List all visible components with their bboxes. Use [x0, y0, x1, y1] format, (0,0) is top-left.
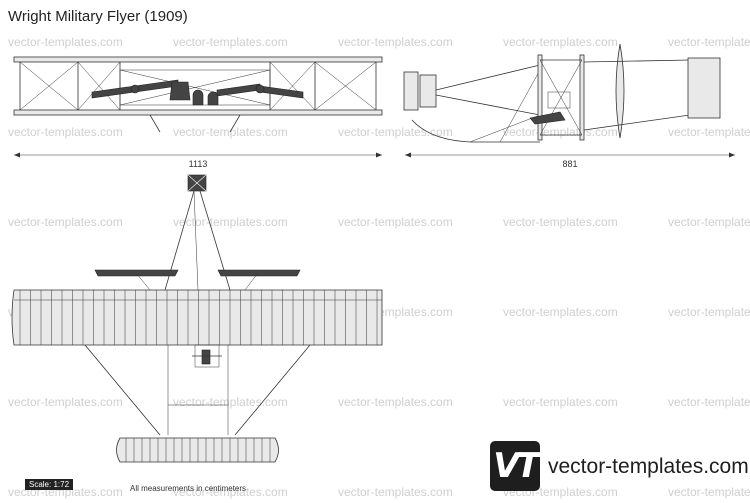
front-view: 1113: [13, 56, 383, 169]
elevator-ribs: [125, 438, 271, 462]
logo-icon: VT: [490, 441, 540, 491]
watermark-text: vector-templates.com: [338, 215, 453, 229]
watermark-text: vector-templates.com: [668, 125, 750, 139]
side-length-dimension: 881: [562, 159, 577, 169]
watermark-text: vector-templates.com: [503, 395, 618, 409]
watermark-text: vector-templates.com: [668, 305, 750, 319]
watermark-text: vector-templates.com: [503, 305, 618, 319]
watermark-text: vector-templates.com: [503, 35, 618, 49]
watermark-text: vector-templates.com: [503, 125, 618, 139]
watermark-text: vector-templates.com: [8, 215, 123, 229]
watermark-text: vector-templates.com: [338, 485, 453, 499]
watermark-text: vector-templates.com: [338, 35, 453, 49]
watermark-text: vector-templates.com: [173, 485, 288, 499]
watermark-text: vector-templates.com: [668, 35, 750, 49]
logo-text: vector-templates.com: [548, 455, 749, 478]
watermark-text: vector-templates.com: [173, 395, 288, 409]
top-view: [11, 174, 383, 463]
scale-label: Scale: 1:72: [25, 479, 73, 490]
watermark-text: vector-templates.com: [503, 215, 618, 229]
front-span-dimension: 1113: [189, 159, 208, 169]
wing-ribs: [19, 290, 378, 345]
page-title: Wright Military Flyer (1909): [8, 8, 188, 25]
watermark-text: vector-templates.com: [173, 35, 288, 49]
watermark-text: vector-templates.com: [668, 215, 750, 229]
watermark-text: vector-templates.com: [338, 125, 453, 139]
watermark-text: vector-templates.com: [8, 35, 123, 49]
watermark-text: vector-templates.com: [8, 125, 123, 139]
watermark-layer: vector-templates.com vector-templates.com…: [8, 35, 750, 499]
watermark-text: vector-templates.com: [668, 485, 750, 499]
watermark-text: vector-templates.com: [8, 395, 123, 409]
watermark-text: vector-templates.com: [668, 395, 750, 409]
side-view: 881: [403, 43, 735, 169]
measurement-note: All measurements in centimeters: [130, 484, 247, 493]
watermark-text: vector-templates.com: [173, 215, 288, 229]
watermark-text: vector-templates.com: [338, 395, 453, 409]
